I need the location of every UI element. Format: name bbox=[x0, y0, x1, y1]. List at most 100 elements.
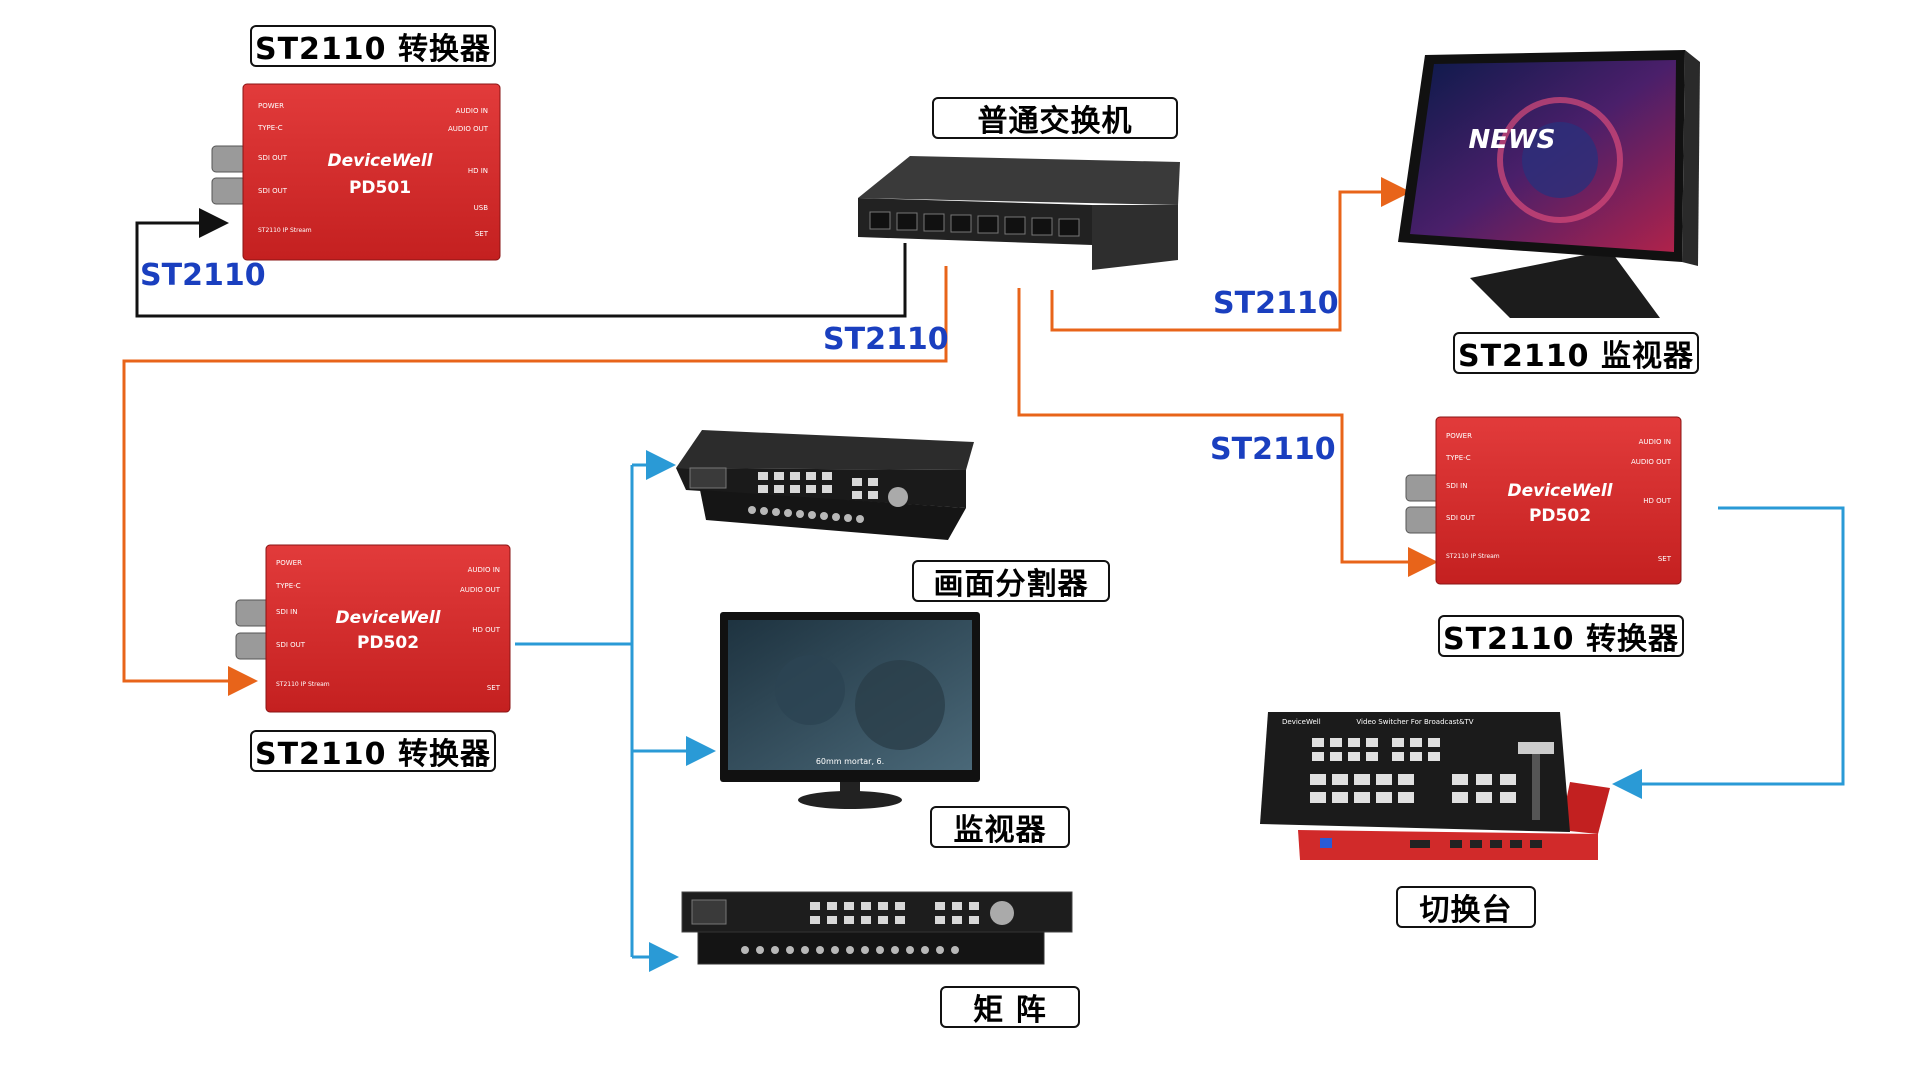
panel-button bbox=[1410, 738, 1422, 747]
tbar-slot bbox=[1532, 748, 1540, 820]
panel-button bbox=[1310, 792, 1326, 803]
panel-button bbox=[827, 902, 837, 910]
label-converter-top: ST2110 转换器 bbox=[250, 25, 496, 67]
panel-button bbox=[1312, 752, 1324, 761]
panel-label: POWER bbox=[1446, 432, 1472, 440]
converter-pd502-right: POWER TYPE-C SDI IN SDI OUT ST2110 IP St… bbox=[1405, 416, 1682, 585]
panel-button bbox=[1410, 752, 1422, 761]
bnc-port bbox=[820, 512, 828, 520]
bnc-port bbox=[786, 946, 794, 954]
panel-button bbox=[1428, 752, 1440, 761]
panel-button bbox=[868, 478, 878, 486]
panel-label: SET bbox=[1658, 555, 1672, 563]
switch-front bbox=[858, 198, 1092, 245]
ethernet-port bbox=[896, 212, 918, 231]
bnc-port bbox=[772, 508, 780, 516]
panel-label: POWER bbox=[276, 559, 302, 567]
bnc-port bbox=[796, 510, 804, 518]
line-switch-to-pd502-right bbox=[1017, 288, 1438, 577]
bnc-port bbox=[856, 515, 864, 523]
converter-pd502-left: POWER TYPE-C SDI IN SDI OUT ST2110 IP St… bbox=[235, 544, 511, 713]
panel-label: POWER bbox=[258, 102, 284, 110]
bnc-port bbox=[846, 946, 854, 954]
monitor-neck bbox=[840, 782, 860, 794]
panel-button bbox=[1476, 774, 1492, 785]
matrix-device bbox=[681, 891, 1073, 965]
panel-button bbox=[1500, 774, 1516, 785]
panel-label: HD IN bbox=[468, 167, 488, 175]
panel-button bbox=[1476, 792, 1492, 803]
port-label: SDI IN bbox=[1446, 482, 1467, 490]
port-label: SDI OUT bbox=[1446, 514, 1476, 522]
bnc-row bbox=[741, 946, 959, 954]
panel-button bbox=[758, 485, 768, 493]
label-switcher: 切换台 bbox=[1396, 886, 1536, 928]
lcd-monitor: 60mm mortar, 6. bbox=[720, 612, 980, 809]
switcher-wing bbox=[1560, 782, 1610, 834]
panel-button bbox=[1366, 752, 1378, 761]
switcher-caption: Video Switcher For Broadcast&TV bbox=[1356, 718, 1473, 726]
hdmi-port bbox=[1530, 840, 1542, 848]
panel-label: TYPE-C bbox=[275, 582, 301, 590]
switcher-base bbox=[1298, 830, 1598, 860]
hdmi-port bbox=[1450, 840, 1462, 848]
port-label: ST2110 IP Stream bbox=[258, 227, 312, 234]
port-label: ST2110 IP Stream bbox=[276, 681, 330, 688]
panel-button bbox=[1310, 774, 1326, 785]
bnc-connector bbox=[235, 632, 271, 660]
bnc-connector bbox=[211, 145, 247, 173]
connection-lines bbox=[122, 177, 1845, 972]
panel-label: TYPE-C bbox=[1445, 454, 1471, 462]
bnc-port bbox=[844, 514, 852, 522]
panel-button bbox=[895, 916, 905, 924]
panel-button bbox=[1398, 774, 1414, 785]
bnc-port bbox=[861, 946, 869, 954]
panel-label: SET bbox=[475, 230, 489, 238]
panel-button bbox=[827, 916, 837, 924]
panel-button bbox=[822, 472, 832, 480]
panel-button bbox=[1330, 752, 1342, 761]
panel-button bbox=[878, 916, 888, 924]
bnc-port bbox=[936, 946, 944, 954]
panel-button bbox=[878, 902, 888, 910]
lcd-display bbox=[689, 467, 727, 489]
panel-button bbox=[1398, 792, 1414, 803]
panel-button bbox=[1392, 752, 1404, 761]
panel-button bbox=[1376, 792, 1392, 803]
bnc-port bbox=[831, 946, 839, 954]
panel-button bbox=[790, 472, 800, 480]
usb-port bbox=[1320, 838, 1332, 848]
panel-button bbox=[1452, 774, 1468, 785]
label-st2110-monitor: ST2110 监视器 bbox=[1453, 332, 1699, 374]
screen-scene bbox=[855, 660, 945, 750]
bnc-port bbox=[891, 946, 899, 954]
panel-button bbox=[810, 916, 820, 924]
control-knob bbox=[888, 487, 908, 507]
port-label: SDI IN bbox=[276, 608, 297, 616]
panel-label: AUDIO IN bbox=[456, 107, 488, 115]
bnc-port bbox=[906, 946, 914, 954]
panel-label: AUDIO OUT bbox=[448, 125, 489, 133]
news-globe bbox=[1497, 97, 1623, 223]
panel-button bbox=[969, 916, 979, 924]
hdmi-port bbox=[1490, 840, 1502, 848]
panel-label: AUDIO OUT bbox=[1631, 458, 1672, 466]
ethernet-port bbox=[1004, 216, 1026, 235]
screen-subtitle: 60mm mortar, 6. bbox=[816, 757, 884, 766]
label-switch: 普通交换机 bbox=[932, 97, 1178, 139]
panel-label: AUDIO IN bbox=[1639, 438, 1671, 446]
panel-button bbox=[790, 485, 800, 493]
panel-button bbox=[868, 491, 878, 499]
switcher-top bbox=[1260, 712, 1570, 832]
panel-button bbox=[774, 485, 784, 493]
ethernet-port bbox=[869, 211, 891, 230]
news-globe bbox=[1522, 122, 1598, 198]
bnc-port bbox=[771, 946, 779, 954]
device-body bbox=[242, 83, 501, 261]
protocol-label-st2110: ST2110 bbox=[823, 322, 949, 357]
bnc-connector bbox=[235, 599, 271, 627]
panel-button bbox=[1332, 792, 1348, 803]
panel-button bbox=[1366, 738, 1378, 747]
ethernet-port bbox=[977, 215, 999, 234]
